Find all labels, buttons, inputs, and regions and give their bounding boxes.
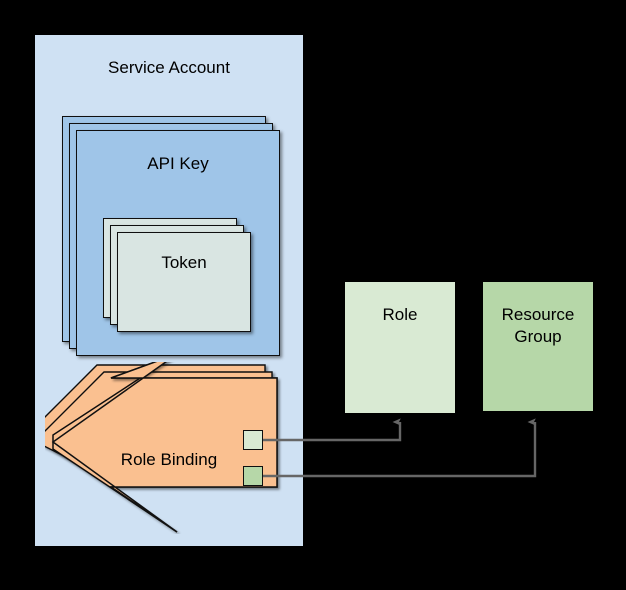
connector-role-binding-to-role xyxy=(263,418,402,442)
connector-role-binding-to-resource-group xyxy=(263,418,537,478)
service-account-label: Service Account xyxy=(108,58,230,77)
token-card[interactable] xyxy=(117,232,251,332)
token-label: Token xyxy=(161,253,207,272)
role-binding-port-resource-group[interactable] xyxy=(243,466,263,486)
role-binding-arrow-icon xyxy=(45,362,278,533)
role-box[interactable]: Role xyxy=(345,282,455,413)
role-box-label: Role xyxy=(382,305,418,324)
role-binding-label: Role Binding xyxy=(120,450,218,469)
resource-group-box[interactable]: Resource Group xyxy=(483,282,593,411)
role-binding-shape[interactable] xyxy=(45,362,285,534)
resource-group-box-label: Resource Group xyxy=(501,305,575,346)
api-key-label: API Key xyxy=(147,154,209,173)
role-binding-port-role[interactable] xyxy=(243,430,263,450)
